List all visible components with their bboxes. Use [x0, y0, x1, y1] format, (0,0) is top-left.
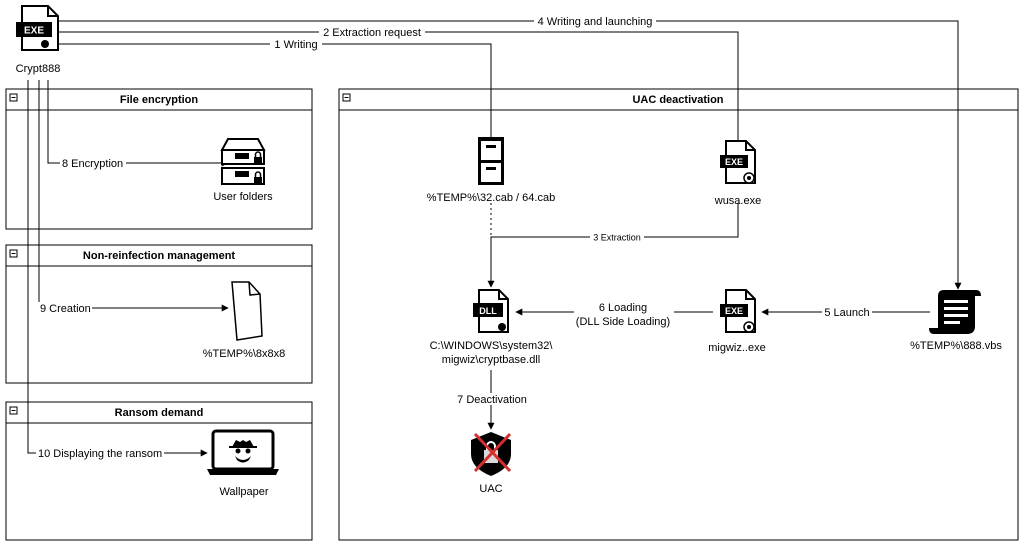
- pool-title-uac-deactivation: UAC deactivation: [632, 94, 723, 106]
- migwiz-node[interactable]: EXE migwiz..exe: [708, 289, 766, 354]
- pool-title-ransom-demand: Ransom demand: [115, 407, 204, 419]
- vbs-label: %TEMP%\888.vbs: [910, 340, 1002, 352]
- dll-file-icon: DLL: [473, 289, 509, 333]
- pool-uac-deactivation: UAC deactivation: [338, 88, 1019, 541]
- pool-title-file-encryption: File encryption: [120, 94, 199, 106]
- wallpaper-label: Wallpaper: [219, 486, 268, 498]
- edge-label-8: 8 Encryption: [62, 158, 123, 170]
- migwiz-badge: EXE: [725, 306, 743, 316]
- wusa-label: wusa.exe: [714, 195, 761, 207]
- edge-label-10: 10 Displaying the ransom: [38, 448, 162, 460]
- pool-file-encryption: File encryption: [5, 88, 313, 230]
- blank-file-icon: [231, 281, 263, 341]
- exe-certificate-icon: EXE: [720, 289, 756, 333]
- edge-label-4: 4 Writing and launching: [538, 16, 653, 28]
- edge-4-writing-and-launching: [58, 20, 962, 290]
- edge-labels: 1 Writing 2 Extraction request 4 Writing…: [36, 15, 872, 460]
- vbs-node[interactable]: %TEMP%\888.vbs: [910, 290, 1002, 352]
- uac-label: UAC: [479, 483, 502, 495]
- exe-badge: EXE: [24, 26, 44, 37]
- uac-node[interactable]: UAC: [471, 432, 512, 495]
- edge-8-encryption: [47, 80, 229, 167]
- folder-drawer-lock-icon: [220, 138, 266, 185]
- dll-node[interactable]: DLL C:\WINDOWS\system32\ migwiz\cryptbas…: [430, 289, 554, 366]
- dll-label-line1: C:\WINDOWS\system32\: [430, 340, 554, 352]
- dll-badge: DLL: [479, 306, 497, 316]
- cab-node[interactable]: %TEMP%\32.cab / 64.cab: [427, 137, 555, 204]
- edge-2-extraction-request: [58, 31, 742, 152]
- pool-title-non-reinfection: Non-reinfection management: [83, 250, 236, 262]
- edge-label-3: 3 Extraction: [593, 233, 641, 243]
- migwiz-label: migwiz..exe: [708, 342, 765, 354]
- user-folders-label: User folders: [213, 191, 273, 203]
- temp-8x8x8-label: %TEMP%\8x8x8: [203, 348, 286, 360]
- exe-file-icon: EXE: [16, 5, 59, 51]
- edge-label-6-line2: (DLL Side Loading): [576, 316, 670, 328]
- cabinet-archive-icon: [478, 137, 504, 185]
- edge-label-5: 5 Launch: [824, 307, 869, 319]
- laptop-spy-icon: [207, 429, 279, 475]
- script-scroll-icon: [929, 290, 981, 334]
- user-folders-node[interactable]: User folders: [213, 138, 273, 203]
- cab-label: %TEMP%\32.cab / 64.cab: [427, 192, 555, 204]
- edge-label-6-line1: 6 Loading: [599, 302, 647, 314]
- crypt888-node[interactable]: EXE Crypt888: [16, 5, 61, 75]
- crypt888-label: Crypt888: [16, 63, 61, 75]
- edge-label-2: 2 Extraction request: [323, 27, 421, 39]
- exe-certificate-icon: EXE: [720, 140, 756, 184]
- edge-label-1: 1 Writing: [274, 39, 317, 51]
- temp-8x8x8-node[interactable]: %TEMP%\8x8x8: [203, 281, 286, 360]
- wusa-badge: EXE: [725, 157, 743, 167]
- edge-label-9: 9 Creation: [40, 303, 91, 315]
- edge-1-writing: [58, 43, 495, 152]
- wallpaper-node[interactable]: Wallpaper: [207, 429, 279, 498]
- shield-crossed-icon: [471, 432, 512, 476]
- dll-label-line2: migwiz\cryptbase.dll: [442, 354, 540, 366]
- wusa-node[interactable]: EXE wusa.exe: [714, 140, 761, 207]
- edge-label-7: 7 Deactivation: [457, 394, 527, 406]
